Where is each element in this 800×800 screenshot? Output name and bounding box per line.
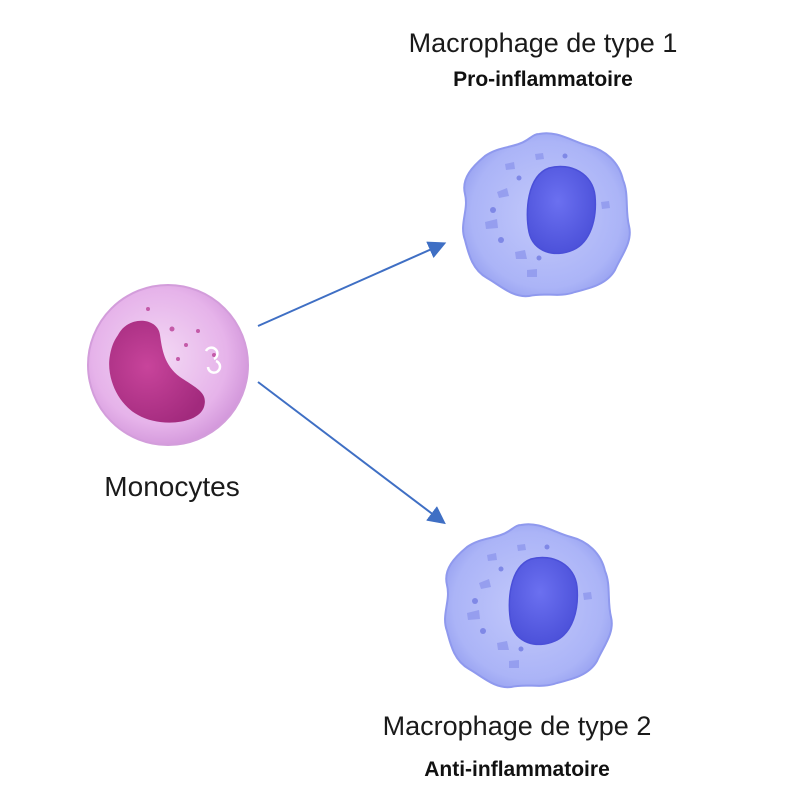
- macrophage1-title: Macrophage de type 1: [409, 28, 678, 58]
- macrophage1-subtitle: Pro-inflammatoire: [453, 68, 633, 91]
- macrophage1-cell-icon: [462, 132, 631, 298]
- macrophage2-subtitle: Anti-inflammatoire: [424, 758, 610, 781]
- arrow-to-macrophage2: [257, 381, 446, 525]
- arrow-to-macrophage1: [257, 241, 447, 327]
- monocyte-label: Monocytes: [104, 471, 239, 502]
- macrophage2-cell-icon: [444, 523, 613, 689]
- monocyte-cell-icon: [87, 284, 249, 446]
- macrophage2-title: Macrophage de type 2: [383, 711, 652, 741]
